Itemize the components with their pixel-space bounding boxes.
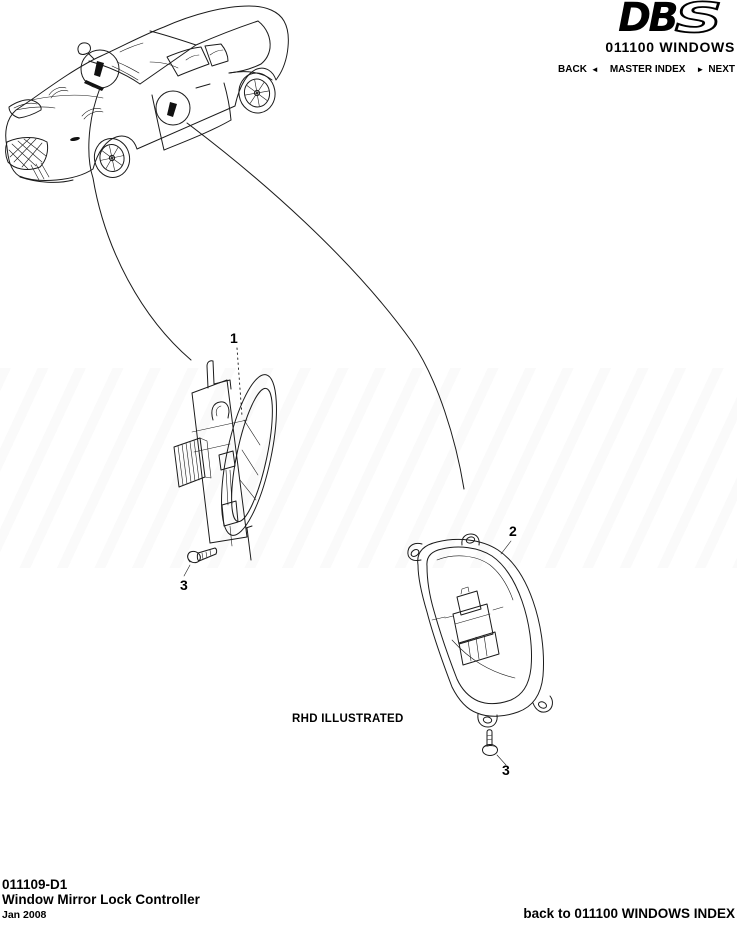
nav-master-index-link[interactable]: MASTER INDEX <box>609 64 686 75</box>
logo-s-text: S <box>675 0 722 40</box>
section-title: 011100 WINDOWS <box>605 39 735 55</box>
callout-3-left: 3 <box>180 577 188 593</box>
callout-2: 2 <box>509 523 517 539</box>
part1-screw-drawing <box>183 547 218 577</box>
leader-curve-to-part1 <box>88 87 192 361</box>
part-2-housing-drawing <box>407 533 553 728</box>
callout-1: 1 <box>230 330 238 346</box>
header-nav: BACK ◄ MASTER INDEX ► NEXT <box>558 64 735 75</box>
leader-curve-to-part2 <box>186 122 465 490</box>
nav-back-link[interactable]: BACK ◄ <box>558 64 599 75</box>
bonnet-badge <box>70 136 80 142</box>
dbs-logo: DB S <box>618 0 736 43</box>
nav-next-label: NEXT <box>708 64 735 75</box>
next-arrow-icon: ► <box>696 64 705 74</box>
drawing-number: 011109-D1 <box>2 877 68 892</box>
rear-wheel <box>238 72 276 114</box>
door-location-circle <box>155 90 191 126</box>
front-wheel <box>93 138 131 178</box>
nav-next-link[interactable]: ► NEXT <box>696 64 735 75</box>
callout-3-right: 3 <box>502 762 510 778</box>
footer-date: Jan 2008 <box>2 909 47 921</box>
part2-screw-drawing <box>482 729 507 766</box>
nav-back-label: BACK <box>558 64 587 75</box>
part-1-controller-drawing <box>173 347 277 561</box>
back-to-index-link[interactable]: back to 011100 WINDOWS INDEX <box>523 906 735 921</box>
car-illustration <box>5 5 289 183</box>
logo-db-text: DB <box>618 0 676 40</box>
rhd-illustrated-note: RHD ILLUSTRATED <box>292 713 404 725</box>
page-title: Window Mirror Lock Controller <box>2 892 200 907</box>
back-arrow-icon: ◄ <box>590 64 599 74</box>
